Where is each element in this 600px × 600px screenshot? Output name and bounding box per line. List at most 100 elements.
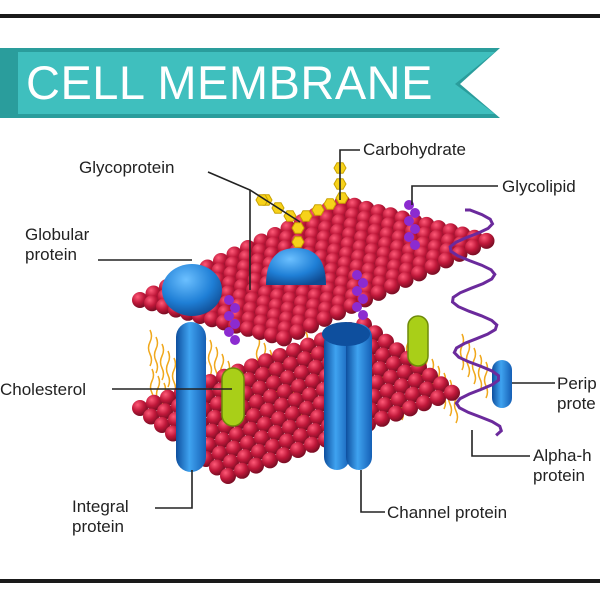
phospholipid-head xyxy=(204,423,220,440)
glycolipid-bead xyxy=(404,232,414,242)
phospholipid-head xyxy=(290,442,306,458)
phospholipid-head xyxy=(372,361,388,378)
banner-left-edge xyxy=(0,48,18,118)
phospholipid-head xyxy=(433,376,449,393)
phospholipid-head xyxy=(280,370,296,387)
alpha-helix-protein xyxy=(448,208,504,437)
phospholipid-head xyxy=(209,459,225,476)
glycolipid-bead xyxy=(224,311,234,321)
glycolipid-bead xyxy=(230,335,240,345)
phospholipid-head xyxy=(240,435,256,452)
glycolipid-bead xyxy=(224,327,234,337)
glycolipid-bead xyxy=(404,216,414,226)
phospholipid-head xyxy=(408,373,424,389)
phospholipid-head xyxy=(282,419,298,436)
phospholipid-head xyxy=(146,394,162,411)
phospholipid-head xyxy=(276,447,292,464)
phospholipid-head xyxy=(266,375,282,392)
phospholipid-head xyxy=(304,436,320,453)
phospholipid-head xyxy=(204,311,220,328)
phospholipid-head xyxy=(438,252,454,269)
phospholipid-head xyxy=(220,468,236,484)
phospholipid-head xyxy=(207,409,223,426)
phospholipid-head xyxy=(422,367,438,384)
glycolipid-bead xyxy=(410,240,420,250)
phospholipid-head xyxy=(391,391,407,408)
phospholipid-head xyxy=(416,395,432,412)
phospholipid-head xyxy=(294,365,310,381)
phospholipid-head xyxy=(378,333,394,350)
phospholipid-head xyxy=(276,330,292,347)
phospholipid-head xyxy=(375,347,391,364)
label-glycoprotein: Glycoprotein xyxy=(79,158,175,177)
phospholipid-head xyxy=(269,361,285,378)
phospholipid-head xyxy=(374,410,390,427)
phospholipid-head xyxy=(252,324,268,340)
phospholipid-head xyxy=(330,304,346,321)
globular-protein xyxy=(162,264,222,316)
carbohydrate-unit xyxy=(311,204,325,216)
phospholipid-head xyxy=(223,454,239,471)
phospholipid-head xyxy=(289,323,306,340)
label-carbohydrate: Carbohydrate xyxy=(363,140,467,159)
phospholipid-head xyxy=(308,359,324,376)
phospholipid-head xyxy=(272,348,288,364)
phospholipid-head xyxy=(212,445,228,462)
phospholipid-head xyxy=(240,320,256,337)
lipid-tail xyxy=(147,329,153,367)
channel-protein xyxy=(322,322,372,470)
phospholipid-head xyxy=(244,358,260,375)
phospholipid-head xyxy=(246,408,262,424)
phospholipid-head xyxy=(419,381,435,398)
lipid-tail xyxy=(459,333,465,371)
phospholipid-head xyxy=(258,353,274,370)
carbohydrate-unit xyxy=(255,194,269,206)
glycolipid-bead xyxy=(352,286,362,296)
phospholipid-head xyxy=(283,356,299,373)
phospholipid-head xyxy=(402,400,418,417)
label-channel-protein: Channel protein xyxy=(387,503,508,522)
carbohydrate-unit xyxy=(291,236,305,248)
glycolipid-bead xyxy=(358,294,368,304)
cholesterol-molecule xyxy=(221,315,429,427)
integral-protein xyxy=(176,322,206,472)
frame-bottom-border xyxy=(0,579,600,583)
phospholipid-head xyxy=(310,409,326,426)
glycolipid-bead xyxy=(230,303,240,313)
carbohydrate-chain xyxy=(255,162,349,248)
glycolipid-bead xyxy=(410,208,420,218)
phospholipid-head xyxy=(265,438,281,455)
lipid-tail xyxy=(207,339,213,377)
lipid-tail xyxy=(471,347,477,385)
lipid-tail xyxy=(477,354,483,392)
phospholipid-head xyxy=(277,383,293,400)
carbohydrate-unit xyxy=(335,192,349,204)
glycolipid-bead xyxy=(352,302,362,312)
phospholipid-head xyxy=(297,351,313,368)
page-title: CELL MEMBRANE xyxy=(26,56,433,109)
phospholipid-head xyxy=(394,378,410,395)
phospholipid-head xyxy=(299,400,315,417)
phospholipid-head xyxy=(384,278,400,295)
phospholipid-head xyxy=(229,426,245,443)
phospholipid-head xyxy=(264,327,280,344)
phospholipid-head xyxy=(405,386,421,403)
phospholipid-head xyxy=(302,387,318,404)
phospholipid-head xyxy=(263,389,279,406)
phospholipid-head xyxy=(243,421,259,438)
phospholipid-head xyxy=(311,346,327,363)
label-glycolipid: Glycolipid xyxy=(502,177,576,196)
phospholipid-head xyxy=(251,443,267,460)
glycolipid-chains xyxy=(224,200,420,345)
phospholipid-head xyxy=(279,433,295,450)
phospholipid-head xyxy=(248,457,264,474)
phospholipid-head xyxy=(288,392,304,409)
phospholipid-head xyxy=(260,402,276,419)
phospholipid-head xyxy=(215,432,231,449)
phospholipid-head xyxy=(383,369,399,386)
phospholipid-head xyxy=(370,284,387,301)
